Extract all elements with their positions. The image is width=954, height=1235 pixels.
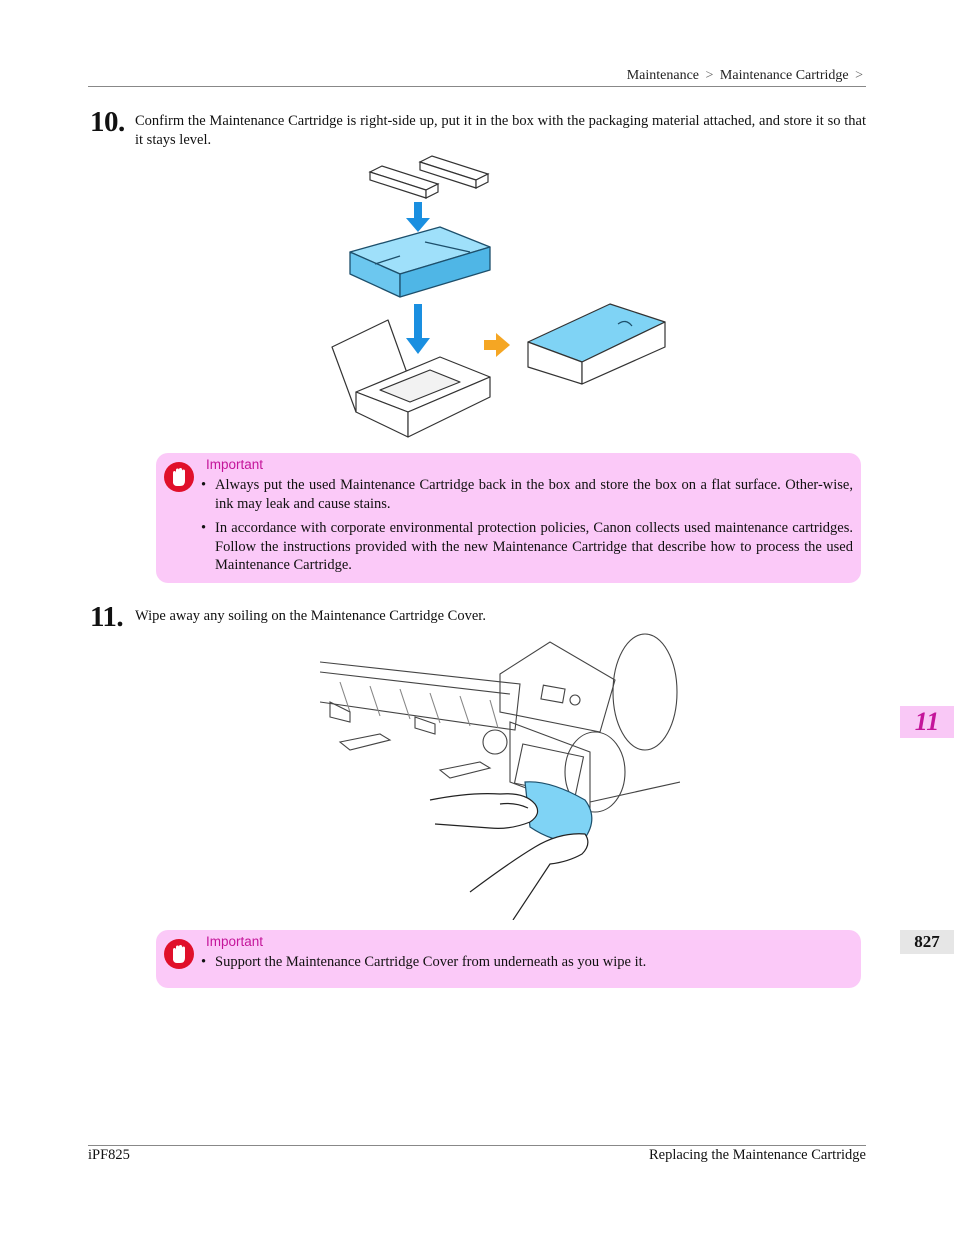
stop-hand-icon	[164, 462, 194, 492]
wiping-cover-illustration	[320, 633, 680, 920]
footer-model: iPF825	[88, 1147, 130, 1163]
important-title: Important	[206, 457, 264, 472]
step-text: Wipe away any soiling on the Maintenance…	[135, 608, 486, 624]
roll-holder-flange	[612, 633, 678, 751]
page-number-tab: 827	[900, 930, 954, 954]
breadcrumb: Maintenance > Maintenance Cartridge >	[627, 68, 866, 84]
important-list: Support the Maintenance Cartridge Cover …	[201, 953, 853, 978]
printer-top-panel	[320, 661, 521, 731]
important-item: Always put the used Maintenance Cartridg…	[201, 476, 853, 513]
step-number: 10.	[90, 106, 125, 138]
breadcrumb-separator: >	[705, 68, 714, 83]
step-number: 11.	[90, 601, 124, 633]
hand-icon	[469, 833, 589, 920]
packaging-spacer-icon	[368, 155, 490, 199]
maintenance-cartridge-icon	[349, 226, 491, 298]
important-list: Always put the used Maintenance Cartridg…	[201, 476, 853, 581]
important-item: Support the Maintenance Cartridge Cover …	[201, 953, 853, 972]
hand-icon	[429, 793, 539, 829]
arrow-right-icon	[484, 333, 510, 357]
stop-hand-icon	[164, 939, 194, 969]
closed-box-icon	[527, 303, 666, 385]
step-text: Confirm the Maintenance Cartridge is rig…	[135, 113, 866, 148]
control-panel	[499, 641, 616, 733]
breadcrumb-separator: >	[855, 68, 863, 83]
arrow-down-icon	[406, 202, 430, 232]
breadcrumb-item-maintenance[interactable]: Maintenance	[626, 68, 700, 83]
step-11: 11. Wipe away any soiling on the Mainten…	[90, 601, 866, 633]
step-10: 10. Confirm the Maintenance Cartridge is…	[90, 106, 866, 150]
cartridge-packing-illustration	[331, 155, 666, 438]
important-title: Important	[206, 934, 264, 949]
chapter-tab[interactable]: 11	[900, 706, 954, 738]
arrow-down-icon	[406, 304, 430, 354]
footer-rule	[88, 1145, 866, 1146]
important-item: In accordance with corporate environment…	[201, 519, 853, 575]
breadcrumb-item-maintenance-cartridge[interactable]: Maintenance Cartridge	[719, 68, 849, 83]
footer-section: Replacing the Maintenance Cartridge	[648, 1147, 866, 1163]
important-box: Important Always put the used Maintenanc…	[156, 453, 861, 583]
important-box: Important Support the Maintenance Cartri…	[156, 930, 861, 988]
header-rule	[88, 86, 866, 87]
maintenance-cartridge-cover	[524, 781, 593, 843]
open-box-icon	[331, 319, 491, 438]
